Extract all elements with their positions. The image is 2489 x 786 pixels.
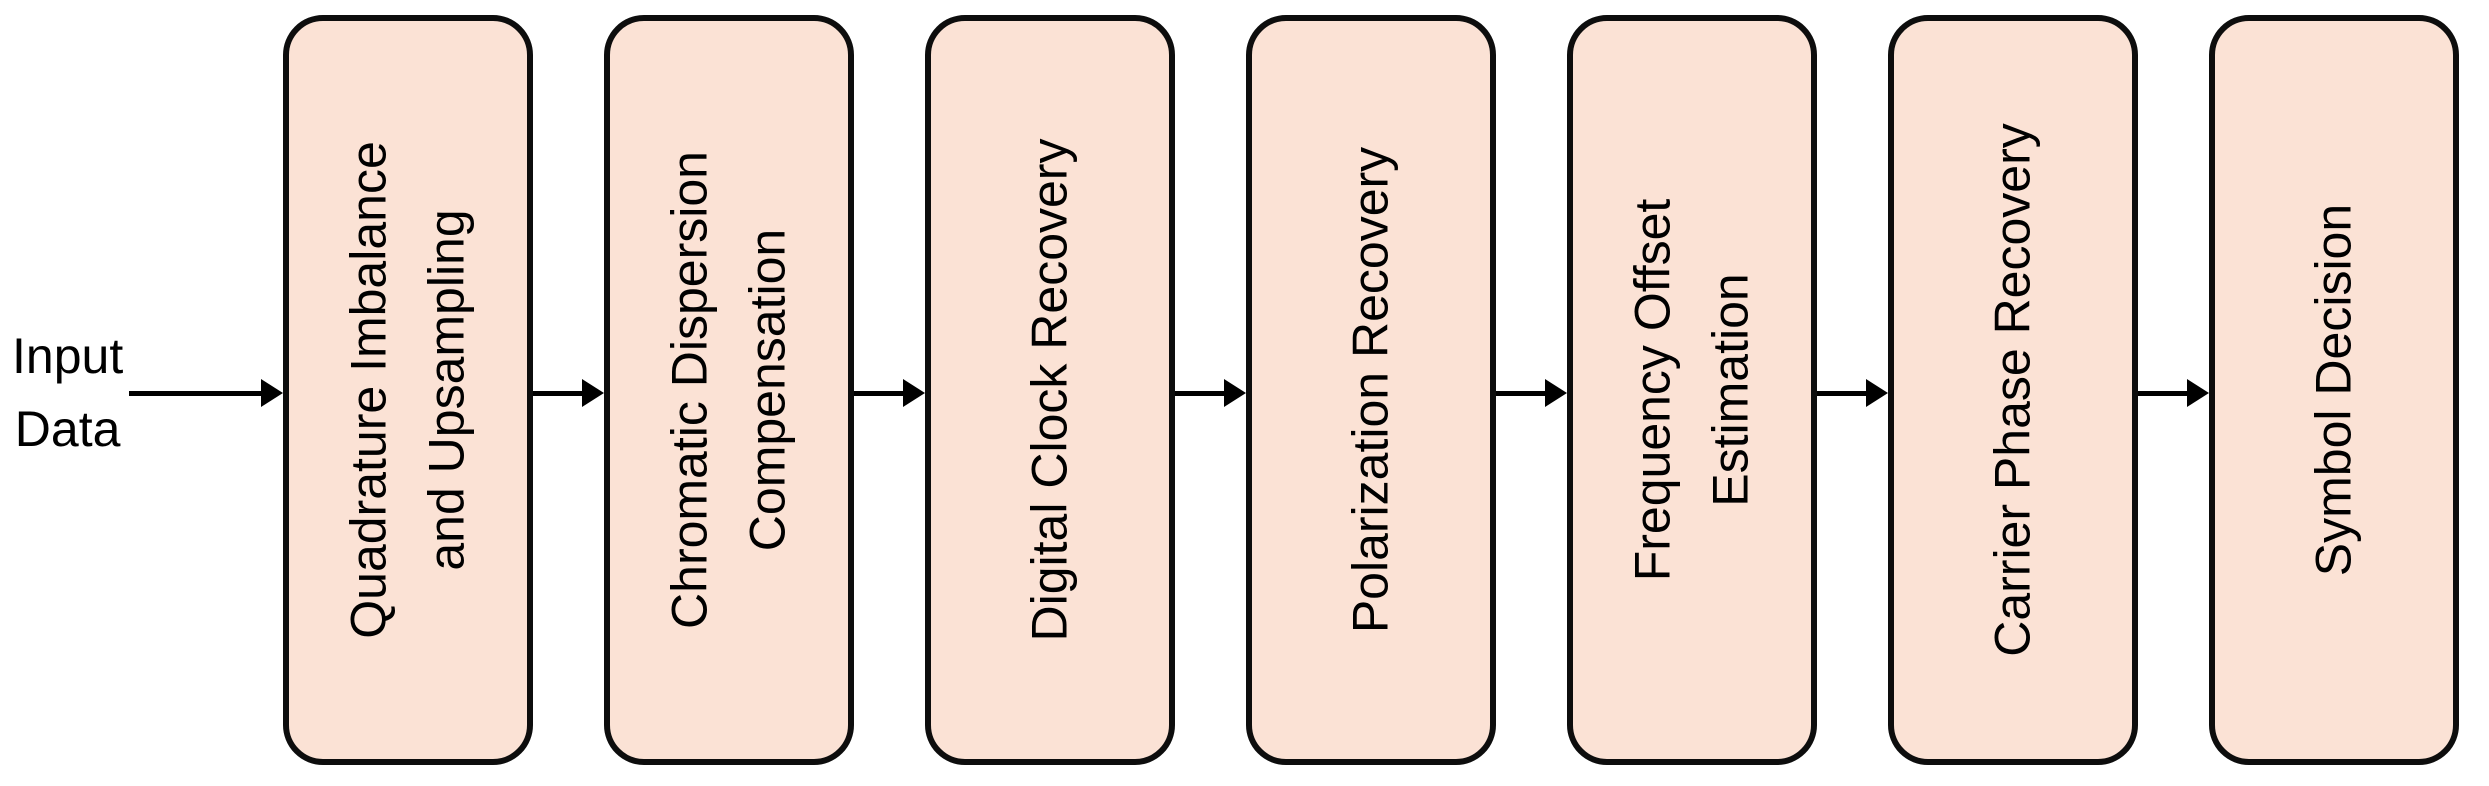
arrowhead-right-icon — [1545, 379, 1567, 407]
flow-arrow — [2138, 373, 2209, 413]
stage-box-polarization-recovery: Polarization Recovery — [1246, 15, 1496, 765]
stage-label: Frequency Offset Estimation — [1624, 198, 1759, 582]
arrow-line — [854, 390, 904, 396]
arrow-line — [1817, 390, 1867, 396]
arrowhead-right-icon — [582, 379, 604, 407]
arrow-line — [1175, 390, 1225, 396]
arrowhead-right-icon — [1866, 379, 1888, 407]
arrow-line — [533, 390, 583, 396]
stage-label: Quadrature Imbalance and Upsampling — [340, 141, 475, 639]
stage-box-frequency-offset: Frequency Offset Estimation — [1567, 15, 1817, 765]
input-arrow — [129, 373, 283, 413]
arrow-line — [2138, 390, 2188, 396]
stage-label: Carrier Phase Recovery — [1984, 123, 2041, 657]
flow-arrow — [1817, 373, 1888, 413]
arrowhead-right-icon — [261, 379, 283, 407]
stage-box-carrier-phase-recovery: Carrier Phase Recovery — [1888, 15, 2138, 765]
flow-arrow — [854, 373, 925, 413]
flow-arrow — [533, 373, 604, 413]
stage-label: Symbol Decision — [2305, 203, 2362, 577]
arrow-line — [129, 390, 262, 396]
stage-label: Digital Clock Recovery — [1021, 138, 1078, 642]
arrowhead-right-icon — [1224, 379, 1246, 407]
flow-arrow — [1496, 373, 1567, 413]
stage-box-digital-clock-recovery: Digital Clock Recovery — [925, 15, 1175, 765]
arrowhead-right-icon — [2187, 379, 2209, 407]
stage-box-chromatic-dispersion: Chromatic Dispersion Compensation — [604, 15, 854, 765]
flow-arrow — [1175, 373, 1246, 413]
input-data-label: Input Data — [12, 327, 124, 458]
arrow-line — [1496, 390, 1546, 396]
stage-box-symbol-decision: Symbol Decision — [2209, 15, 2459, 765]
diagram-input-section: Input Data — [0, 0, 283, 786]
stage-box-quadrature-imbalance: Quadrature Imbalance and Upsampling — [283, 15, 533, 765]
stage-label: Chromatic Dispersion Compensation — [661, 151, 796, 629]
stage-label: Polarization Recovery — [1342, 146, 1399, 634]
arrowhead-right-icon — [903, 379, 925, 407]
